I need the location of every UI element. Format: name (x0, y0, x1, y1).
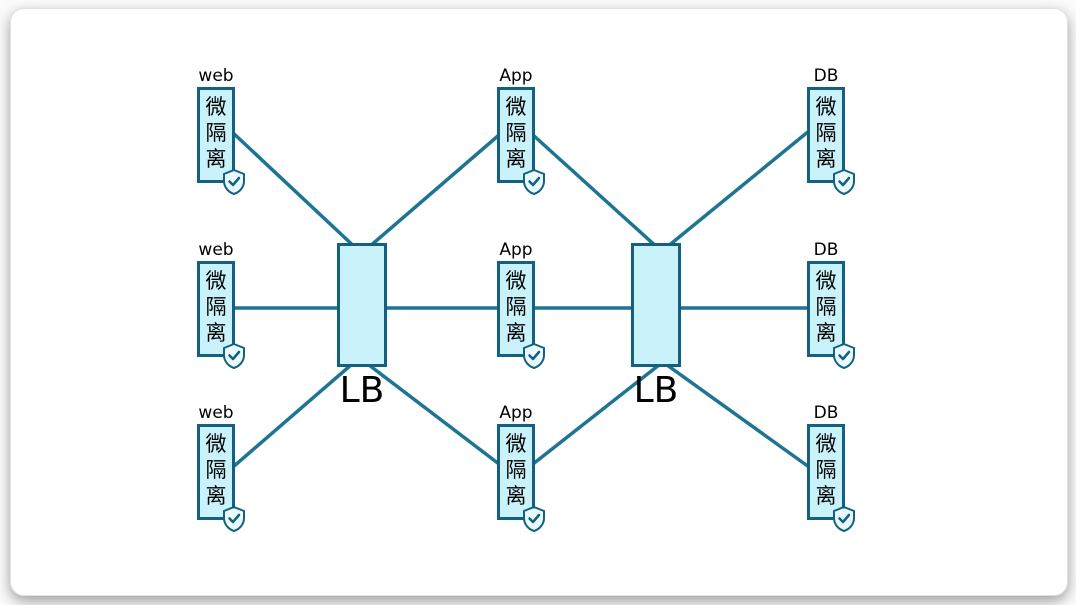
link-web1-lb1 (229, 129, 361, 253)
link-web3-lb1 (231, 363, 353, 469)
node-box: 微隔离 (807, 424, 855, 532)
node-label: web (198, 240, 234, 260)
node-label: web (198, 403, 234, 423)
link-lb2-db1 (665, 129, 811, 249)
node-label: App (499, 66, 533, 86)
node-web-2: web 微隔离 (197, 239, 245, 369)
node-body-text: 微隔离 (807, 424, 845, 520)
diagram-canvas: web 微隔离 web 微隔离 web 微隔离 (10, 8, 1068, 596)
node-body-text: 微隔离 (197, 87, 235, 183)
link-lb2-db3 (665, 363, 811, 469)
node-label: web (198, 66, 234, 86)
node-box: 微隔离 (197, 87, 245, 195)
node-body-text: 微隔离 (197, 424, 235, 520)
node-label: App (499, 240, 533, 260)
shield-check-icon (833, 343, 855, 369)
link-lb1-app1 (367, 133, 501, 249)
node-box: 微隔离 (197, 424, 245, 532)
node-body-text: 微隔离 (497, 87, 535, 183)
node-label: App (499, 403, 533, 423)
node-body-text: 微隔离 (807, 261, 845, 357)
node-body-text: 微隔离 (197, 261, 235, 357)
lb-box (337, 243, 387, 367)
shield-check-icon (523, 506, 545, 532)
link-lb1-app3 (367, 363, 501, 466)
shield-check-icon (833, 169, 855, 195)
lb-label: LB (633, 370, 679, 411)
node-app-3: App 微隔离 (497, 402, 545, 532)
shield-check-icon (833, 506, 855, 532)
node-label: DB (813, 240, 839, 260)
lb-label: LB (339, 370, 385, 411)
node-db-1: DB 微隔离 (807, 65, 855, 195)
load-balancer-1: LB (337, 243, 387, 411)
node-box: 微隔离 (497, 87, 545, 195)
node-box: 微隔离 (497, 261, 545, 369)
node-label: DB (813, 66, 839, 86)
link-app1-lb2 (531, 133, 661, 251)
load-balancer-2: LB (631, 243, 681, 411)
node-app-2: App 微隔离 (497, 239, 545, 369)
shield-check-icon (523, 169, 545, 195)
node-label: DB (813, 403, 839, 423)
shield-check-icon (523, 343, 545, 369)
shield-check-icon (223, 169, 245, 195)
node-box: 微隔离 (497, 424, 545, 532)
node-web-1: web 微隔离 (197, 65, 245, 195)
node-web-3: web 微隔离 (197, 402, 245, 532)
node-body-text: 微隔离 (497, 424, 535, 520)
lb-box (631, 243, 681, 367)
shield-check-icon (223, 343, 245, 369)
shield-check-icon (223, 506, 245, 532)
node-box: 微隔离 (197, 261, 245, 369)
node-box: 微隔离 (807, 87, 855, 195)
node-body-text: 微隔离 (807, 87, 845, 183)
node-app-1: App 微隔离 (497, 65, 545, 195)
node-db-3: DB 微隔离 (807, 402, 855, 532)
node-body-text: 微隔离 (497, 261, 535, 357)
node-box: 微隔离 (807, 261, 855, 369)
node-db-2: DB 微隔离 (807, 239, 855, 369)
